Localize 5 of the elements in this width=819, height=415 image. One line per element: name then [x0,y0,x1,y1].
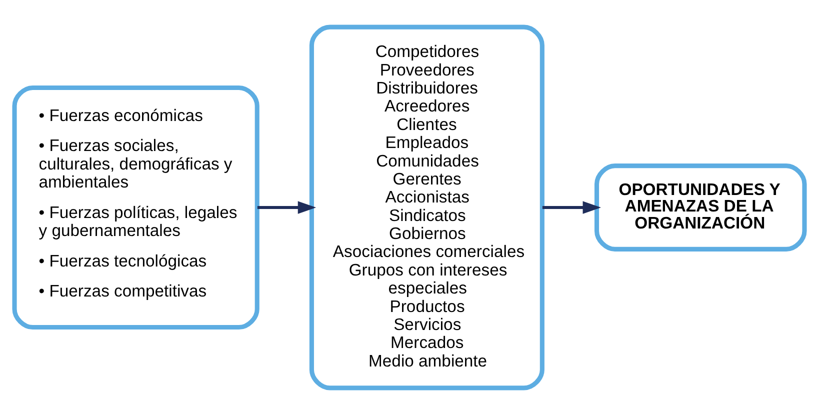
node-box: OPORTUNIDADES Y AMENAZAS DE LA ORGANIZACIÓN [594,164,807,252]
arrow [542,201,602,214]
node-box: Competidores Proveedores Distribuidores Acreedores Clientes Empleados Comunidades Gerentes Accionistas Sindicatos Gobiernos Asociaciones comerciales Grupos con intereses especiales Productos Servicios Mercados Medio ambiente [309,24,544,390]
arrow [257,201,316,214]
node-box: • Fuerzas económicas • Fuerzas sociales, culturales, demográficas y ambientales • Fuerzas políticas, legales y gubernamentales • Fuerzas tecnológicas • Fuerzas competitivas [12,85,260,330]
